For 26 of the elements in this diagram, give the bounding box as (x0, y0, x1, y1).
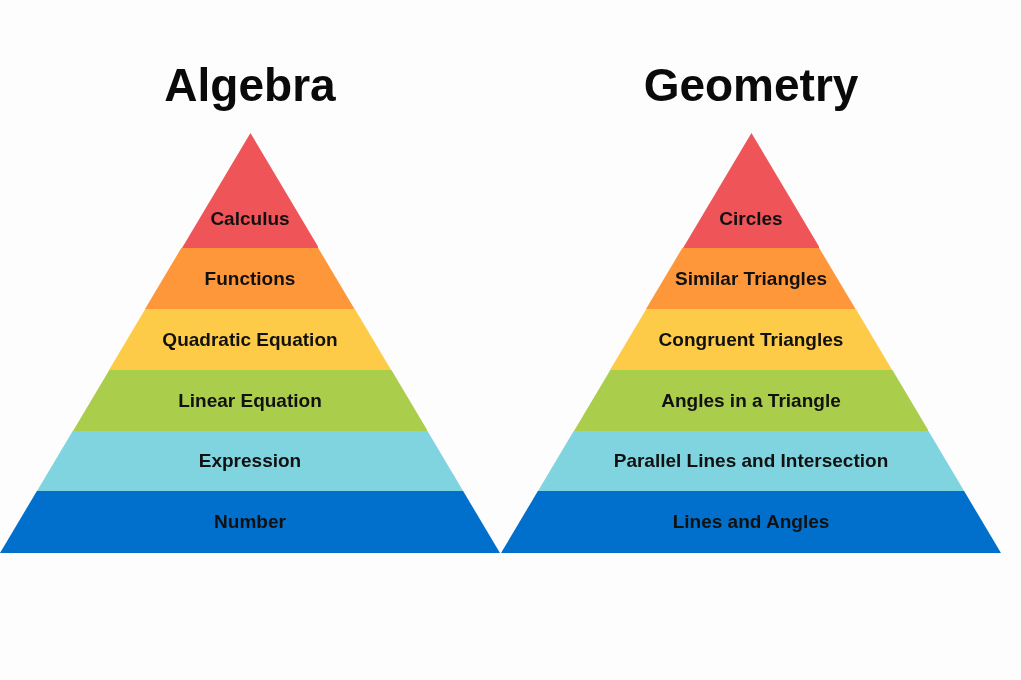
level-label: Quadratic Equation (162, 328, 338, 351)
pyramid-apex-level (682, 133, 820, 248)
pyramid-title: Geometry (643, 58, 859, 112)
level-label: Circles (719, 208, 783, 230)
pyramid-level (501, 491, 1001, 553)
level-label: Similar Triangles (674, 267, 828, 290)
level-label: Calculus (210, 208, 290, 230)
pyramid-apex-level (181, 133, 319, 248)
pyramid-level (36, 431, 464, 491)
pyramid-title: Algebra (164, 58, 336, 112)
pyramid-level (0, 491, 500, 553)
level-label: Lines and Angles (672, 511, 830, 533)
pyramid-level (537, 431, 965, 491)
level-label: Linear Equation (178, 389, 322, 412)
pyramid-level (609, 309, 893, 370)
pyramid-level (145, 248, 355, 309)
pyramid-level (72, 370, 428, 431)
pyramid-level (108, 309, 392, 370)
level-label: Functions (204, 267, 296, 290)
level-label: Expression (198, 450, 302, 472)
level-label: Number (214, 511, 286, 533)
level-label: Angles in a Triangle (661, 389, 841, 412)
pyramid-level (573, 370, 929, 431)
level-label: Congruent Triangles (658, 328, 844, 351)
level-label: Parallel Lines and Intersection (613, 450, 889, 472)
pyramid-level (646, 248, 856, 309)
